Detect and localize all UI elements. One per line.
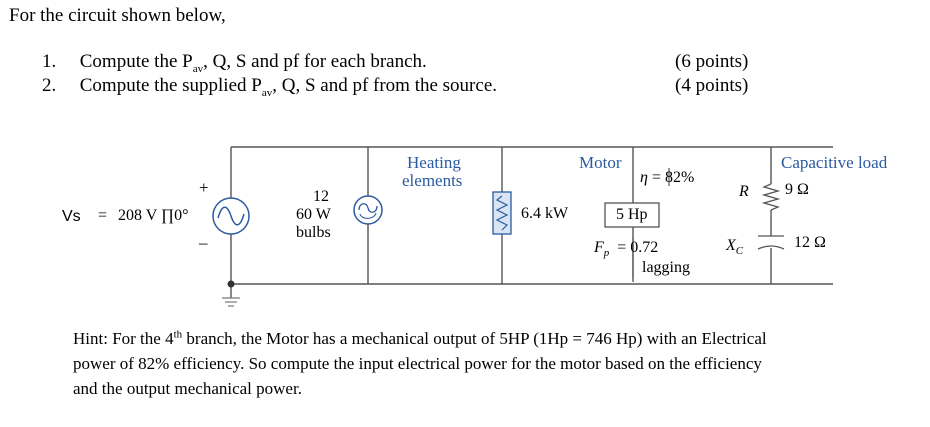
question-2-text-post: , Q, S and pf from the source. xyxy=(272,75,497,96)
motor-label: Motor xyxy=(579,153,622,172)
source-plus: + xyxy=(199,178,209,197)
question-2-points: (4 points) xyxy=(675,75,749,96)
fp-subscript: p xyxy=(603,247,610,260)
question-2-subscript: av xyxy=(261,86,273,99)
question-2-text-pre: Compute the supplied P xyxy=(79,75,262,96)
hint-line-1-b: branch, the Motor has a mechanical outpu… xyxy=(182,329,767,348)
resistor-icon xyxy=(761,183,781,211)
hint-line-1-sup: th xyxy=(173,328,183,341)
eta-value: = 82% xyxy=(651,169,695,186)
hint-line-1-a: Hint: For the 4 xyxy=(73,329,174,348)
motor-efficiency: η = 82% xyxy=(640,170,694,186)
xc-letter: X xyxy=(726,237,736,254)
r-symbol: R xyxy=(739,183,749,200)
fp-symbol: F xyxy=(594,239,604,256)
intro-text: For the circuit shown below, xyxy=(9,5,226,26)
bulbs-label-line-2: 60 W xyxy=(296,206,331,223)
heater-label-line-1: Heating xyxy=(407,153,461,172)
hint-line-3: and the output mechanical power. xyxy=(73,379,302,398)
capacitor-icon xyxy=(757,235,785,250)
question-1-points: (6 points) xyxy=(675,51,749,72)
xc-symbol: XC xyxy=(726,237,744,258)
hint-line-2: power of 82% efficiency. So compute the … xyxy=(73,354,762,373)
motor-hp: 5 Hp xyxy=(616,206,648,223)
question-2-number: 2. xyxy=(42,75,57,96)
source-minus: – xyxy=(199,233,208,252)
question-1-text-post: , Q, S and pf for each branch. xyxy=(203,51,427,72)
question-1-number: 1. xyxy=(42,51,57,72)
question-1-text-pre: Compute the P xyxy=(79,51,193,72)
source-value: 208 V ∏0° xyxy=(118,207,189,224)
bulb-icon xyxy=(353,195,383,225)
fp-value: = 0.72 xyxy=(617,239,659,256)
ac-source-icon xyxy=(212,197,250,235)
question-2: 2. Compute the supplied Pav, Q, S and pf… xyxy=(42,75,497,98)
question-1: 1. Compute the Pav, Q, S and pf for each… xyxy=(42,51,427,74)
ground-icon xyxy=(222,297,240,307)
question-1-subscript: av xyxy=(192,62,204,75)
bulbs-label-line-1: 12 xyxy=(313,188,329,205)
capacitive-load-label: Capacitive load xyxy=(781,153,888,172)
hint-line-1: Hint: For the 4th branch, the Motor has … xyxy=(73,328,767,348)
capacitor-value: 12 Ω xyxy=(794,234,826,251)
xc-subscript: C xyxy=(735,245,744,258)
fp-note: lagging xyxy=(642,259,690,276)
source-equals: = xyxy=(98,207,108,224)
junction-dot xyxy=(227,280,235,288)
resistor-symbol: R xyxy=(739,184,749,200)
resistor-value: 9 Ω xyxy=(785,181,809,198)
bulbs-label-line-3: bulbs xyxy=(296,224,331,241)
motor-power-factor: Fp = 0.72 xyxy=(594,239,659,260)
heater-resistor-icon xyxy=(492,191,512,235)
source-name: Vs xyxy=(62,208,81,225)
heater-power: 6.4 kW xyxy=(521,205,569,222)
motor-box xyxy=(604,202,660,228)
eta-symbol: η xyxy=(640,169,648,186)
heater-label-line-2: elements xyxy=(402,171,463,190)
